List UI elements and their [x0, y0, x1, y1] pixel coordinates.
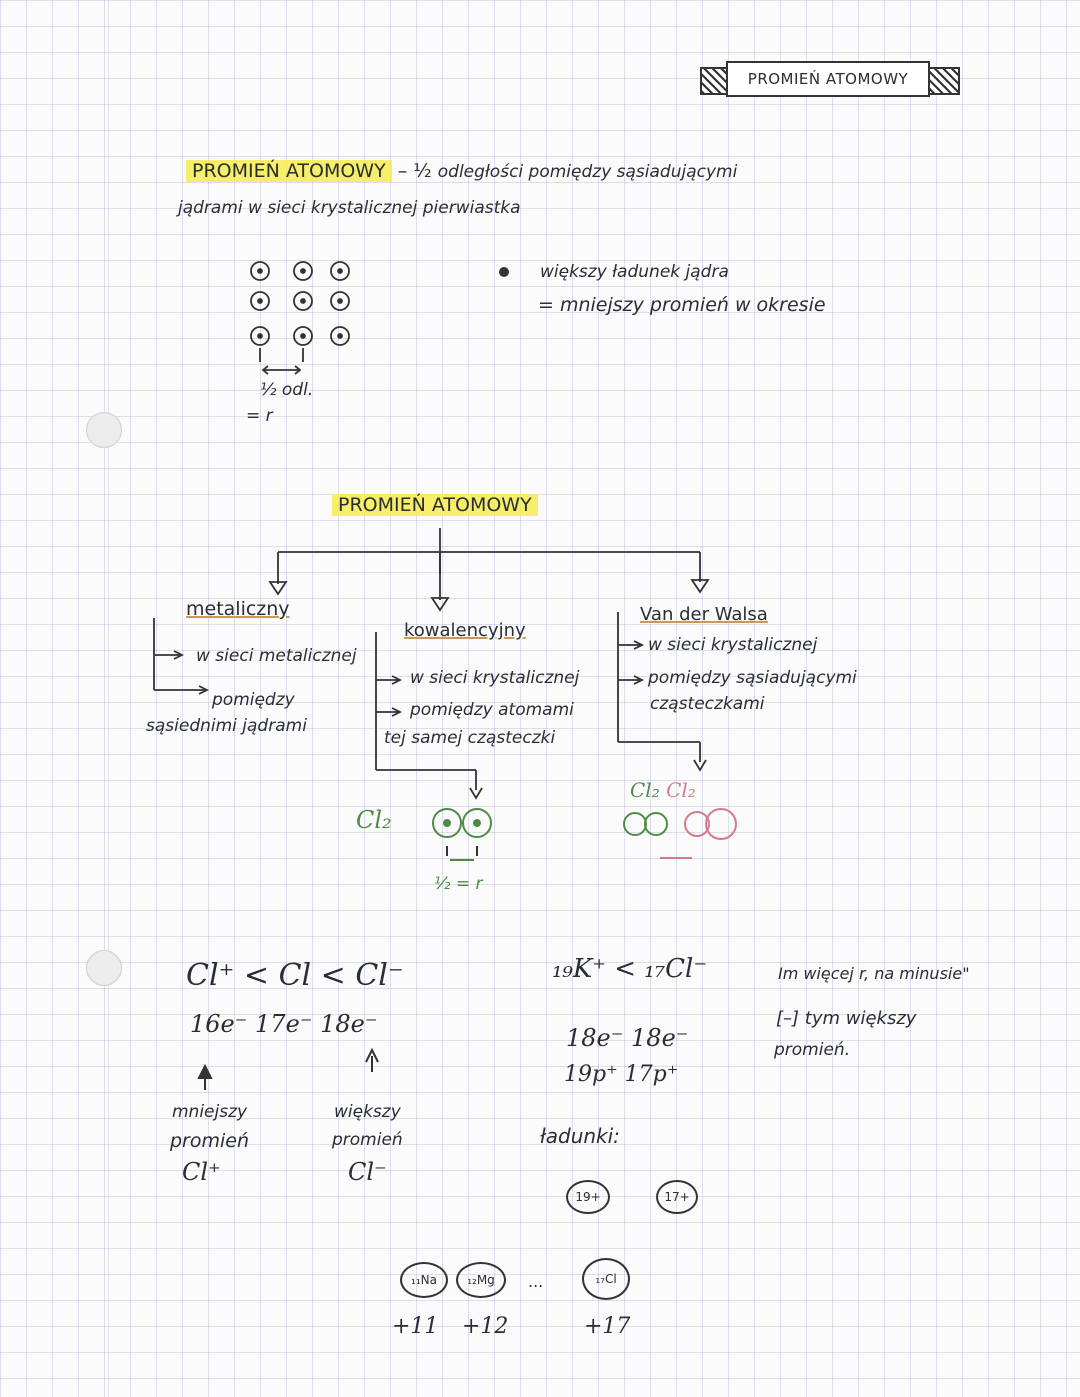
ion-electrons: 16e⁻ 17e⁻ 18e⁻ — [190, 1010, 378, 1038]
covalent-title: kowalencyjny — [404, 620, 526, 641]
lattice-nucleus — [300, 333, 306, 339]
metallic-item1: w sieci metalicznej — [196, 646, 357, 666]
equals-r-label: = r — [246, 406, 273, 426]
note-line1: Im więcej r, na minusie" — [778, 964, 970, 983]
definition-fraction: ½ — [413, 160, 432, 182]
lattice-atom — [293, 261, 313, 281]
smaller-radius-word2: promień — [170, 1130, 250, 1152]
half-distance-label: ½ odl. — [260, 380, 314, 400]
ion-arrows — [197, 1047, 379, 1090]
vdw-title: Van der Walsa — [640, 604, 768, 625]
cl-period-charge: +17 — [584, 1314, 631, 1339]
k-charge-circle: 19+ — [566, 1180, 610, 1214]
na-charge: +11 — [392, 1314, 439, 1339]
mg-circle: ₁₂Mg — [456, 1262, 506, 1298]
lattice-atom — [250, 261, 270, 281]
definition-term: PROMIEŃ ATOMOWY — [186, 160, 392, 182]
lattice-nucleus — [300, 268, 306, 274]
ribbon-title: PROMIEŃ ATOMOWY — [726, 61, 930, 97]
lattice-nucleus — [257, 268, 263, 274]
metallic-item2b: sąsiednimi jądrami — [146, 716, 307, 736]
punch-hole — [86, 412, 122, 448]
charges-label: ładunki: — [540, 1124, 620, 1148]
lattice-nucleus — [257, 333, 263, 339]
mg-charge: +12 — [462, 1314, 509, 1339]
vdw-molecule-text: Cl₂ Cl₂ — [630, 778, 696, 802]
note-line2: [–] tym większy — [776, 1008, 917, 1029]
covalent-half-r: ½ = r — [434, 874, 483, 894]
note-line3: promień. — [774, 1040, 851, 1060]
vdw-item2a: pomiędzy sąsiadującymi — [648, 668, 857, 688]
lattice-atom — [293, 291, 313, 311]
lattice-atom — [250, 326, 270, 346]
larger-radius-word: większy — [334, 1102, 401, 1122]
definition-rest: odległości pomiędzy sąsiadującymi — [437, 162, 738, 182]
smaller-radius-word: mniejszy — [172, 1102, 248, 1122]
vdw-molecule-label: Cl₂ Cl₂ — [630, 778, 696, 802]
definition-line2: jądrami w sieci krystalicznej pierwiastk… — [178, 198, 521, 218]
cl-symbol: ₁₇Cl — [595, 1272, 617, 1286]
vdw-item2b: cząsteczkami — [650, 694, 765, 714]
margin-line — [108, 0, 109, 1397]
na-symbol: ₁₁Na — [411, 1273, 437, 1287]
lattice-atom — [293, 326, 313, 346]
cl-charge: 17+ — [664, 1190, 690, 1204]
lattice-atom — [330, 291, 350, 311]
ion-comparison: Cl⁺ < Cl < Cl⁻ — [186, 958, 404, 993]
lattice-atom — [330, 261, 350, 281]
lattice-atom — [250, 291, 270, 311]
covalent-item1: w sieci krystalicznej — [410, 668, 580, 688]
covalent-molecule-label: Cl₂ — [356, 806, 392, 834]
lattice-nucleus — [337, 333, 343, 339]
tree-root: PROMIEŃ ATOMOWY — [332, 494, 538, 516]
vdw-item1: w sieci krystalicznej — [648, 635, 818, 655]
cl-charge-circle: 17+ — [656, 1180, 698, 1214]
mg-symbol: ₁₂Mg — [467, 1273, 495, 1287]
covalent-item2a: pomiędzy atomami — [410, 700, 574, 720]
punch-hole — [86, 950, 122, 986]
lattice-atom — [330, 326, 350, 346]
tree-lines — [153, 528, 710, 800]
bullet-note-line2: = mniejszy promień w okresie — [538, 294, 826, 316]
larger-radius-ion: Cl⁻ — [348, 1158, 387, 1186]
vdw-molecules — [623, 808, 737, 859]
lattice-nucleus — [337, 268, 343, 274]
lattice-nucleus — [300, 298, 306, 304]
lattice-nucleus — [337, 298, 343, 304]
na-circle: ₁₁Na — [400, 1262, 448, 1298]
lattice-nucleus — [257, 298, 263, 304]
larger-radius-word2: promień — [332, 1130, 403, 1150]
smaller-radius-ion: Cl⁺ — [182, 1158, 221, 1186]
covalent-molecule — [432, 808, 492, 861]
k-cl-electrons: 18e⁻ 18e⁻ — [566, 1024, 689, 1052]
covalent-item2b: tej samej cząsteczki — [384, 728, 556, 748]
period-dots: ... — [528, 1272, 544, 1291]
bullet-note-line1: większy ładunek jądra — [540, 262, 729, 282]
definition-line1: PROMIEŃ ATOMOWY – ½ odległości pomiędzy … — [186, 160, 737, 182]
ribbon-banner: PROMIEŃ ATOMOWY — [700, 55, 960, 101]
cl-circle: ₁₇Cl — [582, 1258, 630, 1300]
lattice-grid — [250, 261, 350, 375]
k-cl-protons: 19p⁺ 17p⁺ — [564, 1062, 679, 1087]
metallic-item2a: pomiędzy — [212, 690, 295, 710]
k-charge: 19+ — [575, 1190, 601, 1204]
metallic-title: metaliczny — [186, 598, 290, 620]
bullet-dot — [499, 267, 509, 277]
definition-dash: – — [397, 160, 408, 182]
k-cl-comparison: ₁₉K⁺ < ₁₇Cl⁻ — [552, 954, 708, 984]
